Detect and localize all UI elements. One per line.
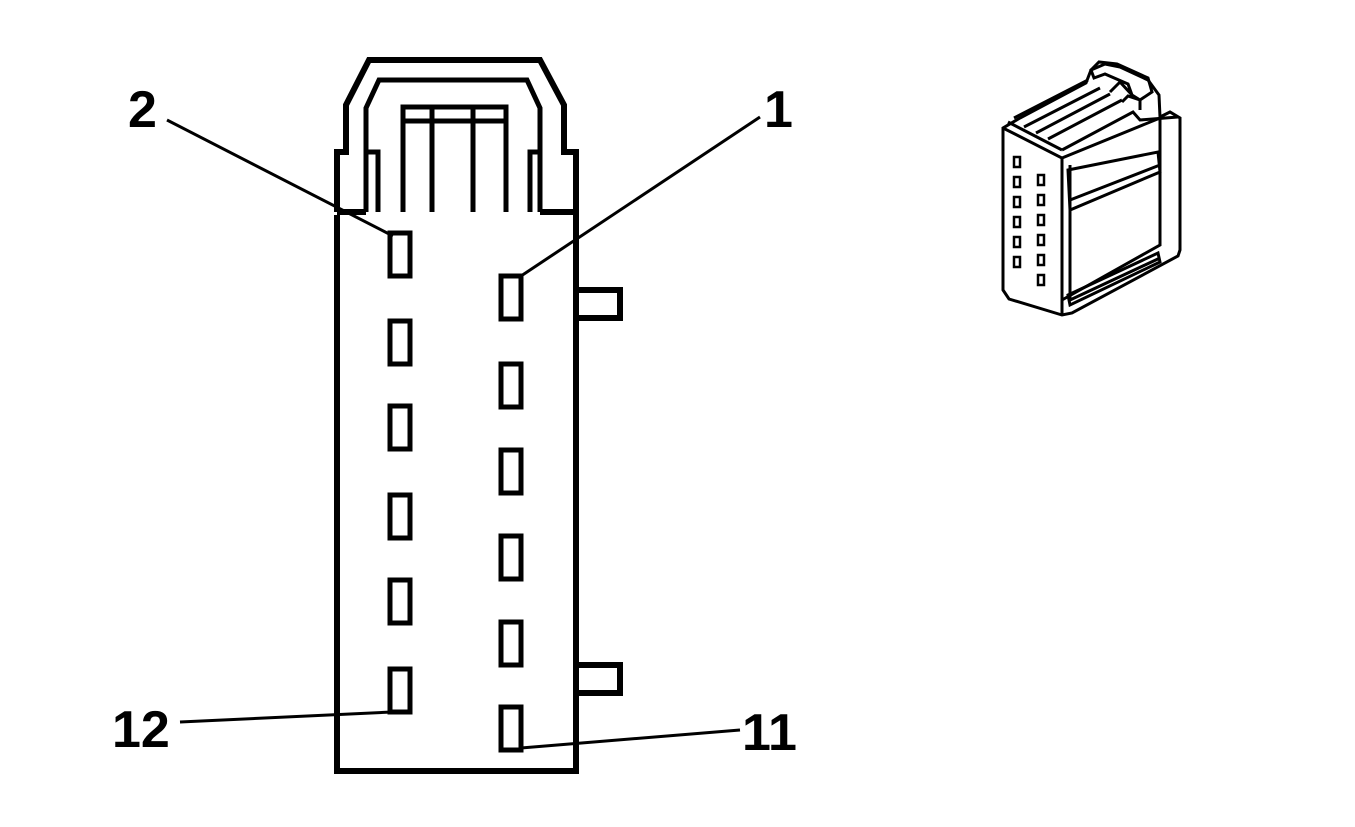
iso-side-slot-upper [1066, 150, 1162, 213]
pin-label-11: 11 [742, 704, 797, 762]
pin-cavity-10 [387, 577, 413, 626]
locking-tab-frame [368, 149, 540, 212]
pin-label-1: 1 [764, 81, 793, 139]
iso-top-ribs [1007, 78, 1179, 152]
side-key-lower [573, 662, 623, 696]
pin-cavity-6 [387, 403, 413, 452]
pin-cavity-7 [498, 533, 524, 582]
iso-front-cavities [1012, 155, 1046, 287]
leader-line-12 [179, 710, 393, 724]
pin-cavity-2 [387, 230, 413, 279]
connector-housing [334, 215, 579, 774]
pin-cavity-1 [498, 273, 524, 322]
pin-cavity-9 [498, 619, 524, 668]
connector-face: 2 1 12 11 [112, 57, 797, 774]
iso-side-panel [1061, 115, 1162, 302]
pin-cavity-4 [387, 318, 413, 367]
side-key-upper [573, 287, 623, 321]
iso-latch [1089, 60, 1154, 110]
locking-tab-outer [334, 57, 579, 215]
leader-line-2 [166, 118, 394, 238]
iso-outline [1001, 62, 1182, 317]
iso-side-slot-lower [1066, 250, 1162, 308]
pin-cavity-5 [498, 447, 524, 496]
leader-line-11 [520, 728, 741, 750]
locking-tab-inner [363, 77, 543, 212]
iso-front-edge [1002, 126, 1064, 315]
pin-cavity-12 [387, 666, 413, 715]
leader-line-1 [520, 115, 761, 278]
connector-isometric-view [1001, 60, 1182, 317]
pin-cavity-8 [387, 492, 413, 541]
pin-cavity-3 [498, 361, 524, 410]
pin-label-2: 2 [128, 81, 157, 139]
latch-window [400, 104, 509, 124]
pin-cavity-11 [498, 704, 524, 753]
pin-label-12: 12 [112, 701, 170, 759]
